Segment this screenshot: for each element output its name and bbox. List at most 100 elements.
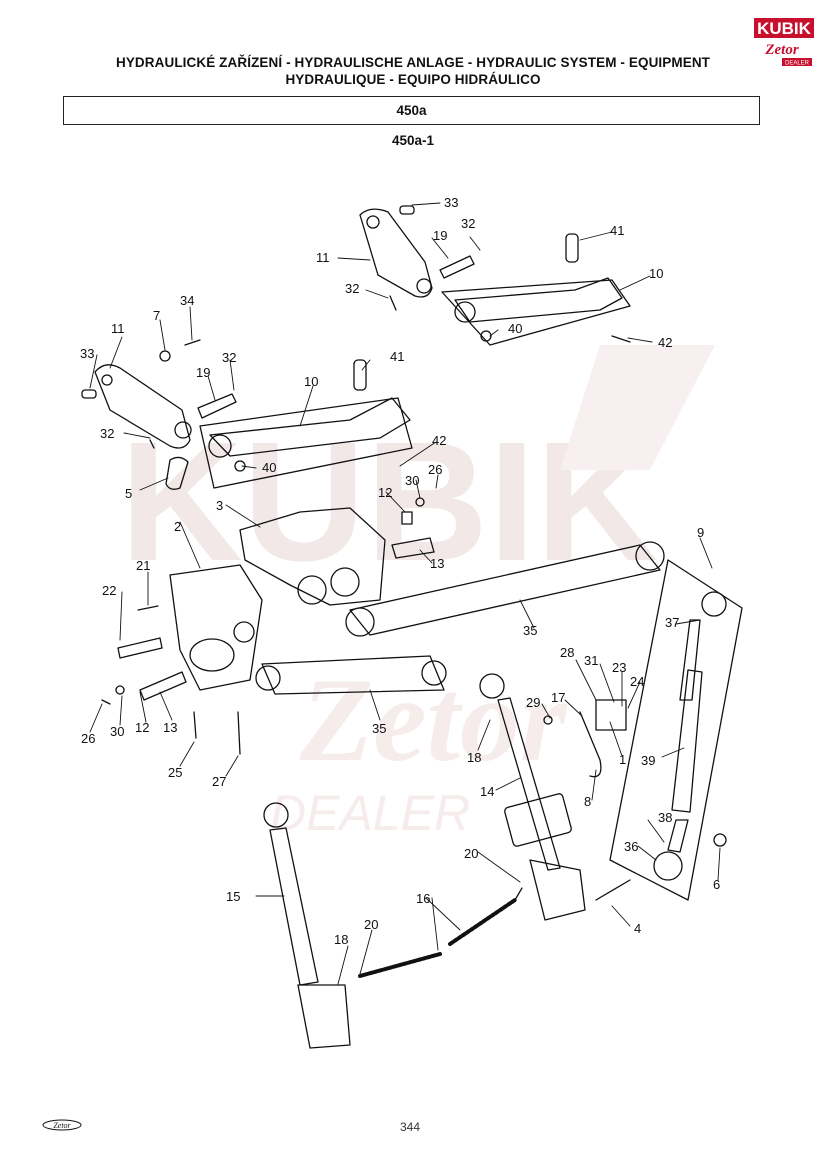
callout-32-right-mid: 32 (345, 281, 359, 296)
callout-35-right: 35 (523, 623, 537, 638)
callout-7: 7 (153, 308, 160, 323)
callout-24: 24 (630, 674, 644, 689)
lift-rod-15 (263, 802, 351, 1049)
callout-40-left: 40 (262, 460, 276, 475)
callout-12-upper: 12 (378, 485, 392, 500)
callout-36: 36 (624, 839, 638, 854)
title-line-1: HYDRAULICKÉ ZAŘÍZENÍ - HYDRAULISCHE ANLA… (115, 55, 711, 70)
part-35-eye-a (345, 607, 375, 637)
callout-18-left: 18 (334, 932, 348, 947)
part-35-eye-d (421, 660, 447, 686)
part-1-block (595, 699, 627, 731)
part-37-eye (701, 591, 727, 617)
callout-22: 22 (102, 583, 116, 598)
callout-41-right: 41 (610, 223, 624, 238)
part-10-eye-right (454, 301, 476, 323)
logo-red-band (754, 18, 814, 38)
footer-brand-text: Zetor (53, 1121, 71, 1130)
callout-42-right: 42 (658, 335, 672, 350)
part-13-pin-upper (391, 537, 435, 559)
callout-26-lower: 26 (81, 731, 95, 746)
logo-tag: DEALER (785, 61, 810, 67)
part-3-eye-a (297, 575, 327, 605)
callout-21: 21 (136, 558, 150, 573)
part-37-rod (679, 619, 701, 701)
part-35-eye-c (255, 665, 281, 691)
callout-26-upper: 26 (428, 462, 442, 477)
callout-1: 1 (619, 752, 626, 767)
part-34-bolt (184, 339, 201, 346)
callout-17: 17 (551, 690, 565, 705)
callout-10-right: 10 (649, 266, 663, 281)
page-number: 344 (399, 1120, 421, 1134)
part-41-pin-right (565, 233, 579, 263)
part-10-rod-left (209, 397, 411, 457)
part-19-pin-left (197, 393, 237, 419)
stabilizer-9 (595, 559, 743, 901)
part-32-clip-left (149, 439, 155, 449)
callout-33-right: 33 (444, 195, 458, 210)
part-9-frame (609, 559, 743, 901)
upper-link-assembly-left (81, 339, 413, 490)
part-5-plug (165, 456, 189, 490)
spring-16 (358, 887, 523, 978)
bracket-1-assembly (543, 699, 627, 778)
part-11-eye-left (174, 421, 192, 439)
callout-32-left-top: 32 (222, 350, 236, 365)
part-11-eye (416, 278, 432, 294)
part-2-bore (189, 638, 235, 672)
callout-38: 38 (658, 810, 672, 825)
callout-20-right: 20 (464, 846, 478, 861)
callout-32-left-mid: 32 (100, 426, 114, 441)
part-11-hole (366, 215, 380, 229)
part-27-bolt (237, 711, 241, 755)
part-29-nut (543, 715, 553, 725)
part-6-clip (713, 833, 727, 847)
part-2-eye (233, 621, 255, 643)
lower-link-35-right (345, 541, 665, 637)
callout-8: 8 (584, 794, 591, 809)
callout-12-lower: 12 (135, 720, 149, 735)
part-42-pin-right (611, 335, 631, 343)
subsection-code: 450a-1 (391, 133, 435, 148)
leader-lines (89, 202, 721, 985)
part-35-eye-b (635, 541, 665, 571)
callout-30-upper: 30 (405, 473, 419, 488)
section-code-box: 450a (63, 96, 760, 125)
part-11-plate-left (94, 364, 191, 449)
title-line-2: HYDRAULIQUE - EQUIPO HIDRÁULICO (285, 72, 541, 87)
part-3-eye-b (330, 567, 360, 597)
part-15-eye (263, 802, 289, 828)
part-30-washer-lower (115, 685, 125, 695)
part-39-tube (671, 669, 703, 813)
lift-rod-14 (479, 673, 586, 921)
part-10-eye-left (208, 434, 232, 458)
callout-11-left: 11 (111, 321, 125, 336)
part-35-link-left (261, 655, 445, 695)
part-19-pin-right (439, 255, 475, 279)
part-4-pin (595, 879, 631, 901)
footer-zetor-logo: Zetor (42, 1119, 82, 1131)
callout-35-left: 35 (372, 721, 386, 736)
watermark-sub-brand: Zetor (299, 653, 568, 786)
part-11-hole-left (101, 374, 113, 386)
bracket-assembly (239, 497, 435, 606)
part-33-pin-right (399, 205, 415, 215)
part-41-pin-left (353, 359, 367, 391)
callout-16: 16 (416, 891, 430, 906)
callout-32-right-top: 32 (461, 216, 475, 231)
part-10-frame-left (199, 397, 413, 489)
callout-25: 25 (168, 765, 182, 780)
callout-11-right: 11 (316, 250, 330, 265)
callout-20-left: 20 (364, 917, 378, 932)
part-11-plate-right (359, 208, 433, 298)
part-22-bolt (117, 637, 163, 659)
callout-2: 2 (174, 519, 181, 534)
watermark: KUBIK Zetor DEALER (120, 345, 715, 841)
watermark-tag: DEALER (270, 785, 470, 841)
part-12-bolt-upper (401, 511, 413, 525)
callout-37: 37 (665, 615, 679, 630)
part-38-rod (667, 819, 689, 853)
part-15-clevis (297, 984, 351, 1049)
